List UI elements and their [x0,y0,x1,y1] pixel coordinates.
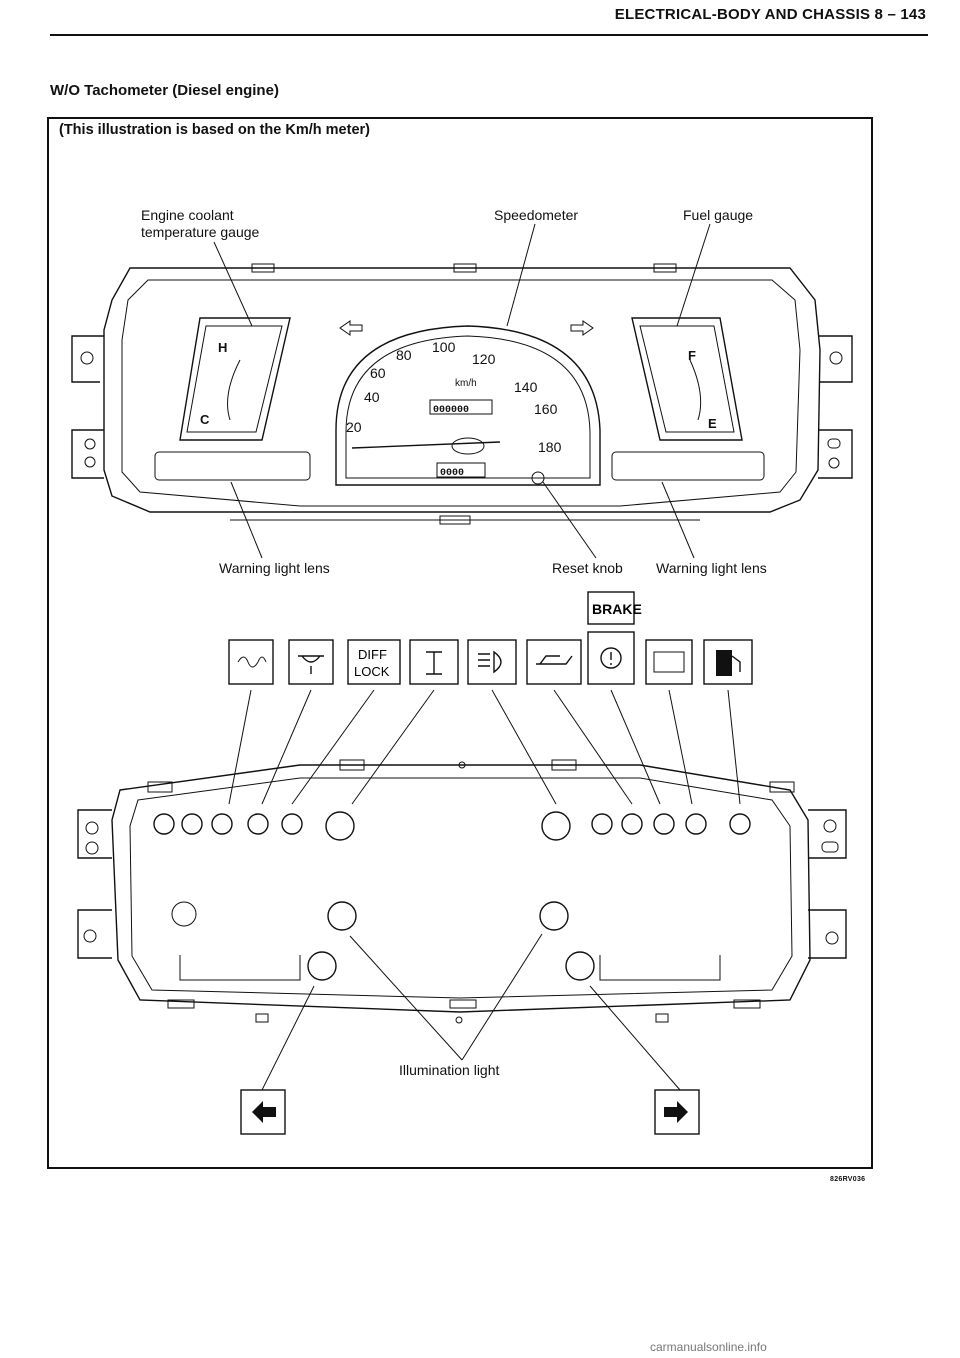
turn-signal-boxes [240,1089,700,1135]
bulb-socket [211,813,233,835]
bulb-socket [653,813,675,835]
headlight-high-beam-icon [467,639,517,685]
label-illumination-light: Illumination light [399,1062,500,1078]
label-fuel-gauge: Fuel gauge [683,207,754,223]
illumination-leaders [261,933,681,1091]
page-header: ELECTRICAL-BODY AND CHASSIS 8 – 143 [614,6,926,23]
meter-rear-view [77,759,847,1024]
indicator-leaders [228,689,741,805]
bulb-socket [729,813,751,835]
turn-left-icon [240,1089,286,1135]
turn-right-icon [654,1089,700,1135]
speed-tick-label: 60 [370,365,386,381]
bulb-socket [247,813,269,835]
bulb-socket [685,813,707,835]
speed-tick-label: 80 [396,347,412,363]
indicator-symbol-row: BRAKE DIFF LOCK [228,591,753,685]
speed-tick-label: 140 [514,379,538,395]
diff-lock-line2: LOCK [354,664,390,679]
brake-label: BRAKE [592,601,642,617]
temp-cold-mark: C [200,412,210,427]
oil-pressure-icon [526,639,582,685]
speed-tick-label: 160 [534,401,558,417]
charge-icon [645,639,693,685]
footer-watermark: carmanualsonline.info [650,1340,767,1354]
odometer: 000000 [433,405,469,416]
section-title: W/O Tachometer (Diesel engine) [50,82,279,99]
glow-plug-icon [228,639,274,685]
fuel-full-mark: F [688,348,696,363]
bulb-socket [621,813,643,835]
tripmeter: 0000 [440,468,464,479]
bulb-socket [181,813,203,835]
4wd-icon [409,639,459,685]
speed-tick-label: 180 [538,439,562,455]
label-engine-coolant-1: Engine coolant [141,207,234,223]
label-speedometer: Speedometer [494,207,579,223]
diff-lock-icon [347,639,401,685]
meter-front-view [71,223,853,559]
fuel-empty-mark: E [708,416,717,431]
label-warning-lens-left: Warning light lens [219,560,330,576]
bulb-socket [591,813,613,835]
temp-hot-mark: H [218,340,227,355]
figure-note: (This illustration is based on the Km/h … [59,122,370,138]
brake-warning-icon [587,631,635,685]
speed-tick-label: 100 [432,339,456,355]
bulb-socket [153,813,175,835]
fuel-icon [703,639,753,685]
speed-tick-label: 120 [472,351,496,367]
diff-lock-line1: DIFF [358,647,387,662]
label-reset-knob: Reset knob [552,560,623,576]
figure-frame [47,117,873,1169]
speed-tick-label: 40 [364,389,380,405]
label-warning-lens-right: Warning light lens [656,560,767,576]
figure-code: 826RV036 [830,1176,866,1183]
water-separator-icon [288,639,334,685]
speed-tick-label: 20 [346,419,362,435]
bulb-socket [281,813,303,835]
header-rule [50,34,928,36]
label-engine-coolant-2: temperature gauge [141,224,260,240]
speed-unit: km/h [455,378,477,389]
